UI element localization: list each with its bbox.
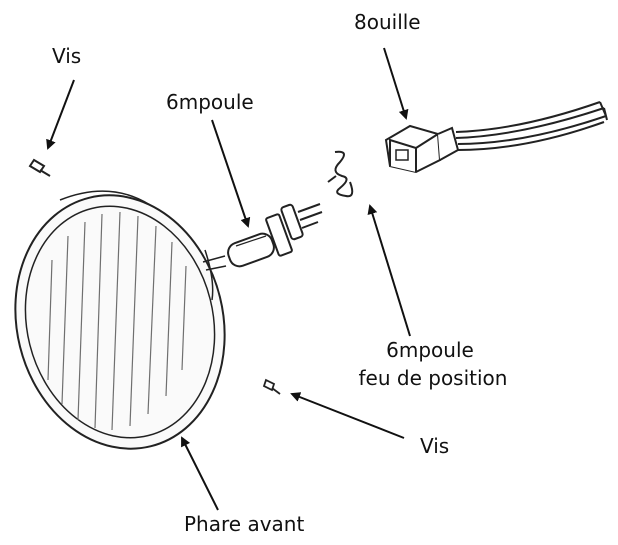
screw-icon — [28, 158, 51, 177]
bulb-icon — [227, 203, 323, 268]
screw-icon — [262, 378, 281, 395]
arrow-icon — [46, 47, 411, 511]
socket-icon — [384, 124, 460, 174]
label-ampoule: 6mpoule — [166, 90, 254, 114]
label-vis-top: Vis — [52, 44, 82, 68]
label-vis-bottom: Vis — [420, 434, 450, 458]
wire-icon — [455, 101, 608, 151]
label-ampoule-position-1: 6mpoule — [386, 338, 474, 362]
lens-lines — [47, 211, 187, 431]
label-ampoule-position-2: feu de position — [358, 366, 508, 390]
headlight-icon — [14, 190, 227, 450]
label-phare-avant: Phare avant — [184, 512, 305, 536]
spring-clip-icon — [327, 150, 354, 198]
label-douille: 8ouille — [354, 10, 421, 34]
